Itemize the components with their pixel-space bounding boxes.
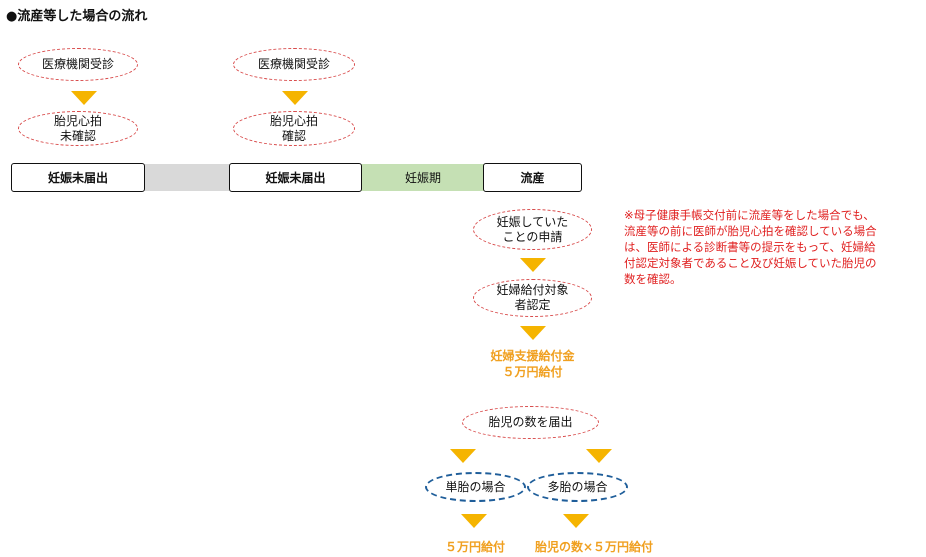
single-benefit-amount: ５万円給付 (444, 540, 505, 554)
down-arrow-icon (282, 91, 308, 105)
down-arrow-icon (563, 514, 589, 528)
down-arrow-icon (520, 326, 546, 340)
timeline-not-notified-2: 妊娠未届出 (229, 163, 362, 192)
page-title: ●流産等した場合の流れ (6, 9, 148, 24)
down-arrow-icon (461, 514, 487, 528)
heartbeat-unconfirmed-oval: 胎児心拍 未確認 (18, 111, 138, 146)
fetus-count-report-oval: 胎児の数を届出 (462, 406, 599, 439)
benefit-amount-text: 妊婦支援給付金 ５万円給付 (490, 349, 575, 379)
down-arrow-icon (520, 258, 546, 272)
benefit-certification-oval: 妊婦給付対象 者認定 (473, 279, 592, 317)
explanatory-note: ※母子健康手帳交付前に流産等をした場合でも、 流産等の前に医師が胎児心拍を確認し… (624, 208, 877, 286)
pregnancy-application-oval: 妊娠していた ことの申請 (473, 209, 592, 250)
timeline-pregnancy-period: 妊娠期 (359, 164, 487, 191)
down-arrow-icon (71, 91, 97, 105)
medical-visit-oval-2: 医療機関受診 (233, 48, 355, 81)
timeline-miscarriage: 流産 (483, 163, 582, 192)
timeline-not-notified-1: 妊娠未届出 (11, 163, 145, 192)
single-birth-oval: 単胎の場合 (425, 472, 526, 502)
down-arrow-icon (586, 449, 612, 463)
medical-visit-oval-1: 医療機関受診 (18, 48, 138, 81)
timeline-gray-segment (143, 164, 233, 191)
down-arrow-icon (450, 449, 476, 463)
multiple-benefit-amount: 胎児の数×５万円給付 (534, 540, 654, 554)
multiple-birth-oval: 多胎の場合 (527, 472, 628, 502)
heartbeat-confirmed-oval: 胎児心拍 確認 (233, 111, 355, 146)
